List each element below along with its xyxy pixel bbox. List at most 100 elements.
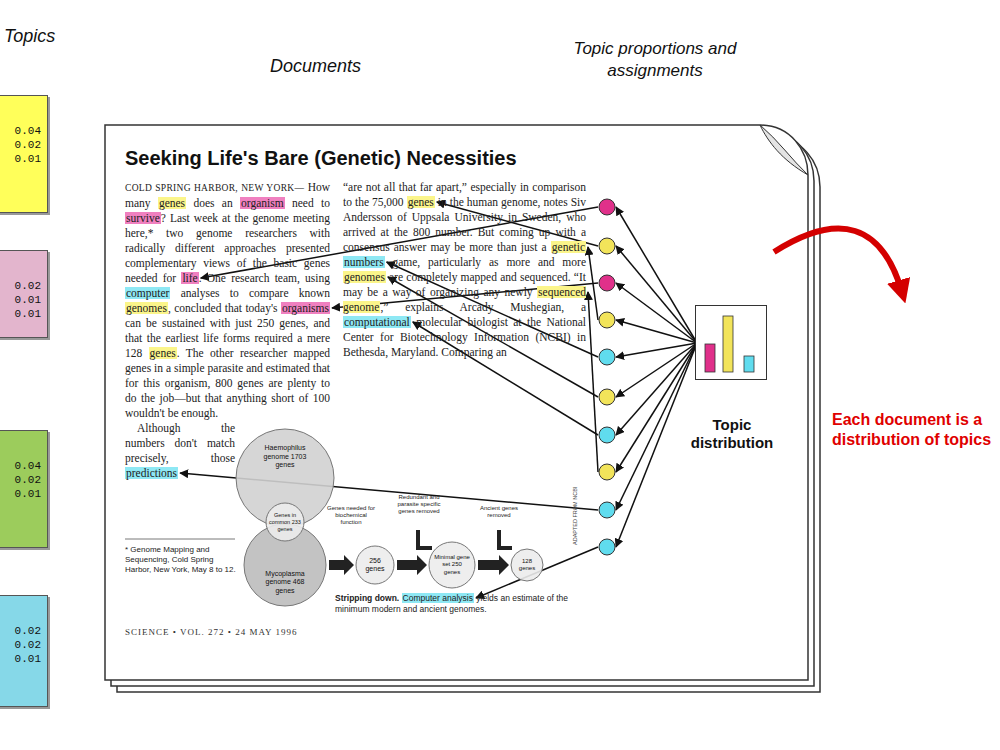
probability-value: 0.01 [0, 307, 41, 321]
probability-value: 0.01 [0, 487, 41, 501]
probability-value: 0.01 [0, 152, 41, 166]
credit-line: ADAPTED FROM NCBI [572, 485, 578, 545]
probability-value: 0.04 [0, 124, 41, 138]
footnote-rule [125, 539, 235, 540]
highlighted-word: genomes [343, 271, 386, 283]
article-text: analyses to compare known [181, 287, 330, 299]
gene-set-label: Genes in common 233 genes [268, 512, 302, 533]
gene-set-label: 256 genes [360, 557, 390, 574]
article-text: ,” explains Arcady Mushegian, a [380, 301, 586, 313]
folio: SCIENCE • VOL. 272 • 24 MAY 1996 [125, 627, 297, 637]
article-text: . One research team, using [199, 272, 330, 284]
probability-value: 0.02 [0, 279, 41, 293]
label-box: Documents [270, 56, 361, 77]
article-text: , concluded that today's [168, 302, 278, 314]
folio-box: SCIENCE • VOL. 272 • 24 MAY 1996 [125, 627, 297, 637]
topic-assignment-dot [599, 312, 615, 328]
highlighted-word: genomes [125, 302, 168, 314]
distribution-caption: Topic distribution [674, 416, 790, 452]
assignment-arrow [476, 547, 598, 598]
probability-value: 0.01 [0, 652, 41, 666]
figure-arrow [397, 555, 427, 575]
paragraph: “are not all that far apart,” especially… [343, 180, 586, 360]
article-text: need to [292, 197, 330, 209]
topic-assignment-dot [599, 199, 615, 215]
highlighted-word: genes [158, 197, 186, 209]
topic-assignment-dot [599, 275, 615, 291]
highlighted-word: numbers [343, 256, 385, 268]
topic-assignment-dot [599, 349, 615, 365]
fan-arrow [616, 207, 697, 343]
fan-arrow [616, 246, 697, 343]
gene-set-circle: Minimal gene set 250 genes [428, 541, 476, 589]
topic-box: 0.040.020.01 [0, 430, 48, 548]
article-column: COLD SPRING HARBOR, NEW YORK— How many g… [125, 180, 330, 655]
front-page [105, 125, 808, 680]
figure-note-box: Redundant and parasite specific genes re… [394, 494, 444, 515]
label-box: Topic proportions and assignments [560, 38, 750, 82]
credit-box: ADAPTED FROM NCBI [572, 485, 578, 545]
paragraph: COLD SPRING HARBOR, NEW YORK— How many g… [125, 180, 330, 421]
figure-note-box: Genes needed for biochemical function [326, 505, 376, 526]
highlighted-word: computational [343, 316, 411, 328]
highlighted-word: genes [407, 196, 435, 208]
fan-arrow [616, 343, 697, 510]
probability-value: 0.02 [0, 624, 41, 638]
footnote-box: * Genome Mapping and Sequencing, Cold Sp… [125, 545, 237, 575]
topic-box: 0.020.020.01 [0, 595, 48, 707]
label-box: Each document is a distribution of topic… [832, 410, 992, 450]
fan-arrow [616, 343, 697, 435]
column-heading: Topics [4, 26, 55, 47]
highlighted-word: computer [125, 287, 170, 299]
highlighted-word: genes [149, 347, 177, 359]
circle-shape [244, 524, 326, 606]
topic-box: 0.020.010.01 [0, 250, 48, 338]
gene-set-label: Mycoplasma genome 468 genes [257, 570, 313, 596]
topic-assignment-dot [599, 502, 615, 518]
article-text: does an [193, 197, 232, 209]
highlighted-word: survive [125, 212, 161, 224]
gene-set-label: Minimal gene set 250 genes [434, 554, 470, 577]
highlighted-word: organism [240, 197, 285, 209]
probability-value: 0.01 [0, 293, 41, 307]
column-heading: Topic proportions and assignments [560, 38, 750, 82]
probability-value: 0.04 [0, 459, 41, 473]
probability-value: 0.02 [0, 638, 41, 652]
document-page: Seeking Life's Bare (Genetic) Necessitie… [105, 125, 808, 680]
article-column: “are not all that far apart,” especially… [343, 180, 586, 360]
gene-set-circle: Genes in common 233 genes [265, 502, 305, 542]
topic-assignment-dot [599, 539, 615, 555]
topic-box: 0.040.020.01 [0, 95, 48, 213]
topic-distribution-box: Topic distribution [695, 305, 767, 380]
probability-value: 0.02 [0, 473, 41, 487]
figure-note: Redundant and parasite specific genes re… [394, 494, 444, 515]
article-text: COLD SPRING HARBOR, NEW YORK— [125, 183, 304, 193]
probability-value: 0.02 [0, 138, 41, 152]
circle-shape [429, 542, 475, 588]
caption-box: Stripping down. Computer analysis yields… [335, 593, 585, 615]
red-curved-arrow [774, 229, 902, 292]
circle-shape [356, 546, 394, 584]
gene-set-label: Haemophilus genome 1703 genes [255, 444, 315, 470]
highlighted-word: genetic [551, 241, 586, 253]
highlighted-word: predictions [125, 467, 178, 479]
figure-arrow [478, 555, 509, 575]
bar-cyan [744, 356, 754, 372]
article-title: Seeking Life's Bare (Genetic) Necessitie… [125, 147, 517, 170]
fan-arrow [616, 320, 697, 343]
removal-arrow [418, 530, 432, 548]
fan-arrow [616, 343, 697, 357]
topic-assignment-dot [599, 464, 615, 480]
article-text: Stripping down. [335, 593, 399, 603]
assignment-arrow [437, 202, 598, 246]
column-heading: Documents [270, 56, 361, 77]
topic-assignment-dot [599, 238, 615, 254]
figure-note-box: Ancient genes removed [476, 505, 522, 519]
label-box: Topics [4, 26, 55, 47]
footnote: * Genome Mapping and Sequencing, Cold Sp… [125, 545, 237, 575]
topic-assignment-dot [599, 389, 615, 405]
gene-set-circle: 128 genes [510, 548, 544, 582]
callout-note: Each document is a distribution of topic… [832, 410, 992, 450]
